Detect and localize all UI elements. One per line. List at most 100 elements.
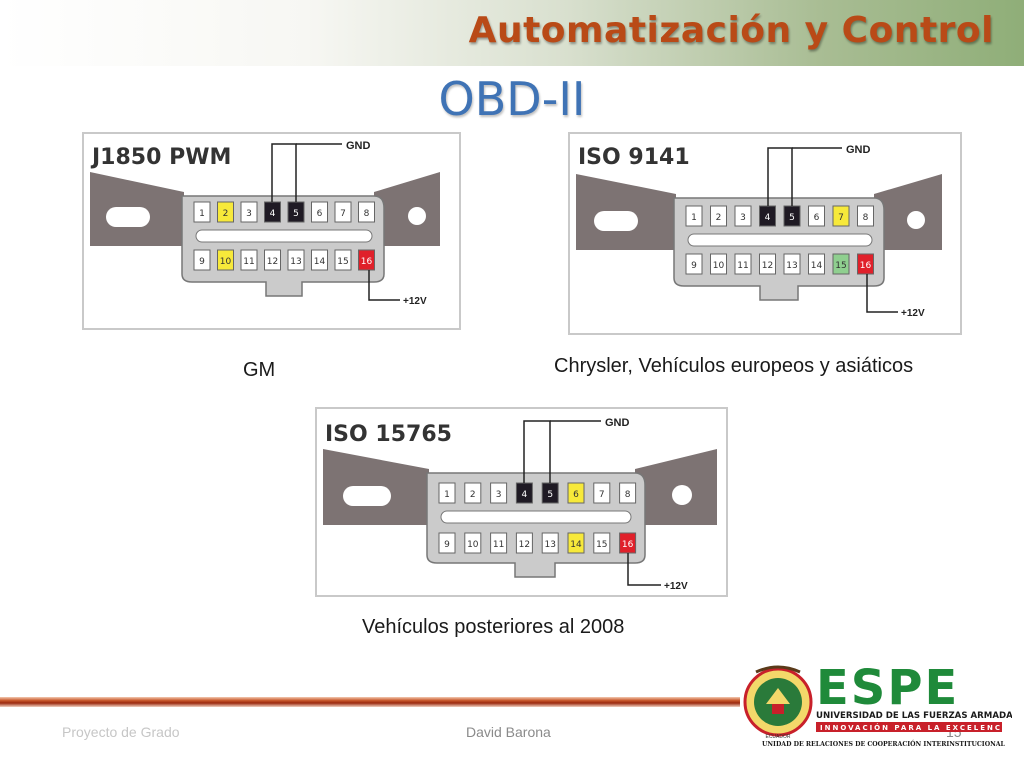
connector-ear-slot: [594, 211, 638, 231]
logo-line2: INNOVACIÓN PARA LA EXCELENCIA: [820, 723, 1012, 732]
pin-15: [593, 532, 611, 554]
logo-brand: ESPE: [816, 660, 959, 716]
pin-label-5: 5: [293, 209, 299, 219]
pin-label-13: 13: [290, 257, 301, 267]
logo-red-bar: [816, 722, 1002, 732]
pin-label-3: 3: [740, 213, 746, 223]
pin-label-10: 10: [713, 261, 725, 271]
pin-label-15: 15: [337, 257, 348, 267]
v12-wire: [627, 553, 661, 586]
pin-11: [734, 253, 752, 275]
pin-label-6: 6: [573, 490, 579, 500]
pin-label-2: 2: [223, 209, 229, 219]
connector-center-slot: [440, 510, 632, 524]
footer-stripe: [0, 697, 740, 707]
pin-label-11: 11: [493, 540, 504, 550]
pin-label-5: 5: [789, 213, 795, 223]
pin-label-12: 12: [762, 261, 773, 271]
caption-iso15765: Vehículos posteriores al 2008: [362, 616, 625, 638]
v12-wire: [866, 274, 898, 313]
protocol-label: J1850 PWM: [90, 145, 231, 170]
pin-label-8: 8: [364, 209, 370, 219]
pin-label-11: 11: [737, 261, 748, 271]
pin-label-7: 7: [599, 490, 605, 500]
seal-text: ECUADOR: [765, 734, 790, 740]
pin-label-6: 6: [814, 213, 820, 223]
university-seal-icon: ECUADOR: [743, 665, 813, 740]
pin-1: [685, 205, 703, 227]
pin-label-14: 14: [570, 540, 582, 550]
pin-6: [808, 205, 825, 227]
pin-14: [311, 249, 328, 271]
logo-line1: UNIVERSIDAD DE LAS FUERZAS ARMADAS: [816, 711, 1012, 721]
connector-center-slot: [687, 233, 873, 247]
slide-title: OBD-II: [438, 72, 586, 126]
pin-label-4: 4: [270, 209, 276, 219]
pin-8: [358, 201, 375, 223]
pin-10: [217, 249, 234, 271]
pin-label-1: 1: [691, 213, 697, 223]
pin-label-12: 12: [519, 540, 530, 550]
pin-7: [832, 205, 850, 227]
pin-7: [334, 201, 352, 223]
v12-label: +12V: [403, 296, 427, 307]
v12-label: +12V: [664, 581, 688, 592]
connector-ear-hole: [907, 211, 925, 229]
pin-13: [783, 253, 801, 275]
pin-13: [541, 532, 559, 554]
caption-iso9141: Chrysler, Vehículos europeos y asiáticos: [554, 355, 914, 377]
pin-16: [358, 249, 375, 271]
pin-label-8: 8: [863, 213, 869, 223]
connector-body: [181, 195, 385, 297]
logo-line3: UNIDAD DE RELACIONES DE COOPERACIÓN INTE…: [762, 740, 1006, 748]
pin-label-7: 7: [838, 213, 844, 223]
pin-label-4: 4: [765, 213, 771, 223]
gnd-wire: [271, 143, 297, 202]
pin-label-8: 8: [625, 490, 631, 500]
connector-ear-slot: [106, 207, 150, 227]
pin-9: [193, 249, 211, 271]
v12-wire: [368, 270, 400, 301]
pin-label-1: 1: [199, 209, 205, 219]
v12-label: +12V: [901, 308, 925, 319]
connector-ear-slot: [343, 486, 391, 506]
pin-label-15: 15: [596, 540, 607, 550]
pin-3: [734, 205, 752, 227]
pin-label-5: 5: [547, 490, 553, 500]
pin-15: [832, 253, 850, 275]
pin-11: [240, 249, 258, 271]
pin-10: [464, 532, 482, 554]
pin-label-6: 6: [317, 209, 323, 219]
pin-2: [217, 201, 234, 223]
footer-left-text: Proyecto de Grado: [62, 724, 180, 740]
pin-3: [490, 482, 508, 504]
protocol-label: ISO 9141: [578, 145, 690, 170]
pin-label-15: 15: [835, 261, 846, 271]
pin-12: [759, 253, 776, 275]
pin-label-7: 7: [340, 209, 346, 219]
pin-8: [619, 482, 637, 504]
pin-2: [710, 205, 727, 227]
connector-ear-hole: [672, 485, 692, 505]
pin-label-14: 14: [811, 261, 823, 271]
footer-author: David Barona: [466, 724, 551, 740]
pin-11: [490, 532, 508, 554]
pin-label-4: 4: [522, 490, 528, 500]
pin-label-12: 12: [267, 257, 278, 267]
connector-ear-right: [874, 174, 942, 250]
pin-label-3: 3: [496, 490, 502, 500]
pin-7: [593, 482, 611, 504]
pin-label-10: 10: [467, 540, 479, 550]
gnd-wire: [767, 147, 793, 206]
pin-10: [710, 253, 727, 275]
pin-15: [334, 249, 352, 271]
pin-label-14: 14: [314, 257, 326, 267]
header-title: Automatización y Control: [468, 10, 994, 51]
connector-ear-hole: [408, 207, 426, 225]
